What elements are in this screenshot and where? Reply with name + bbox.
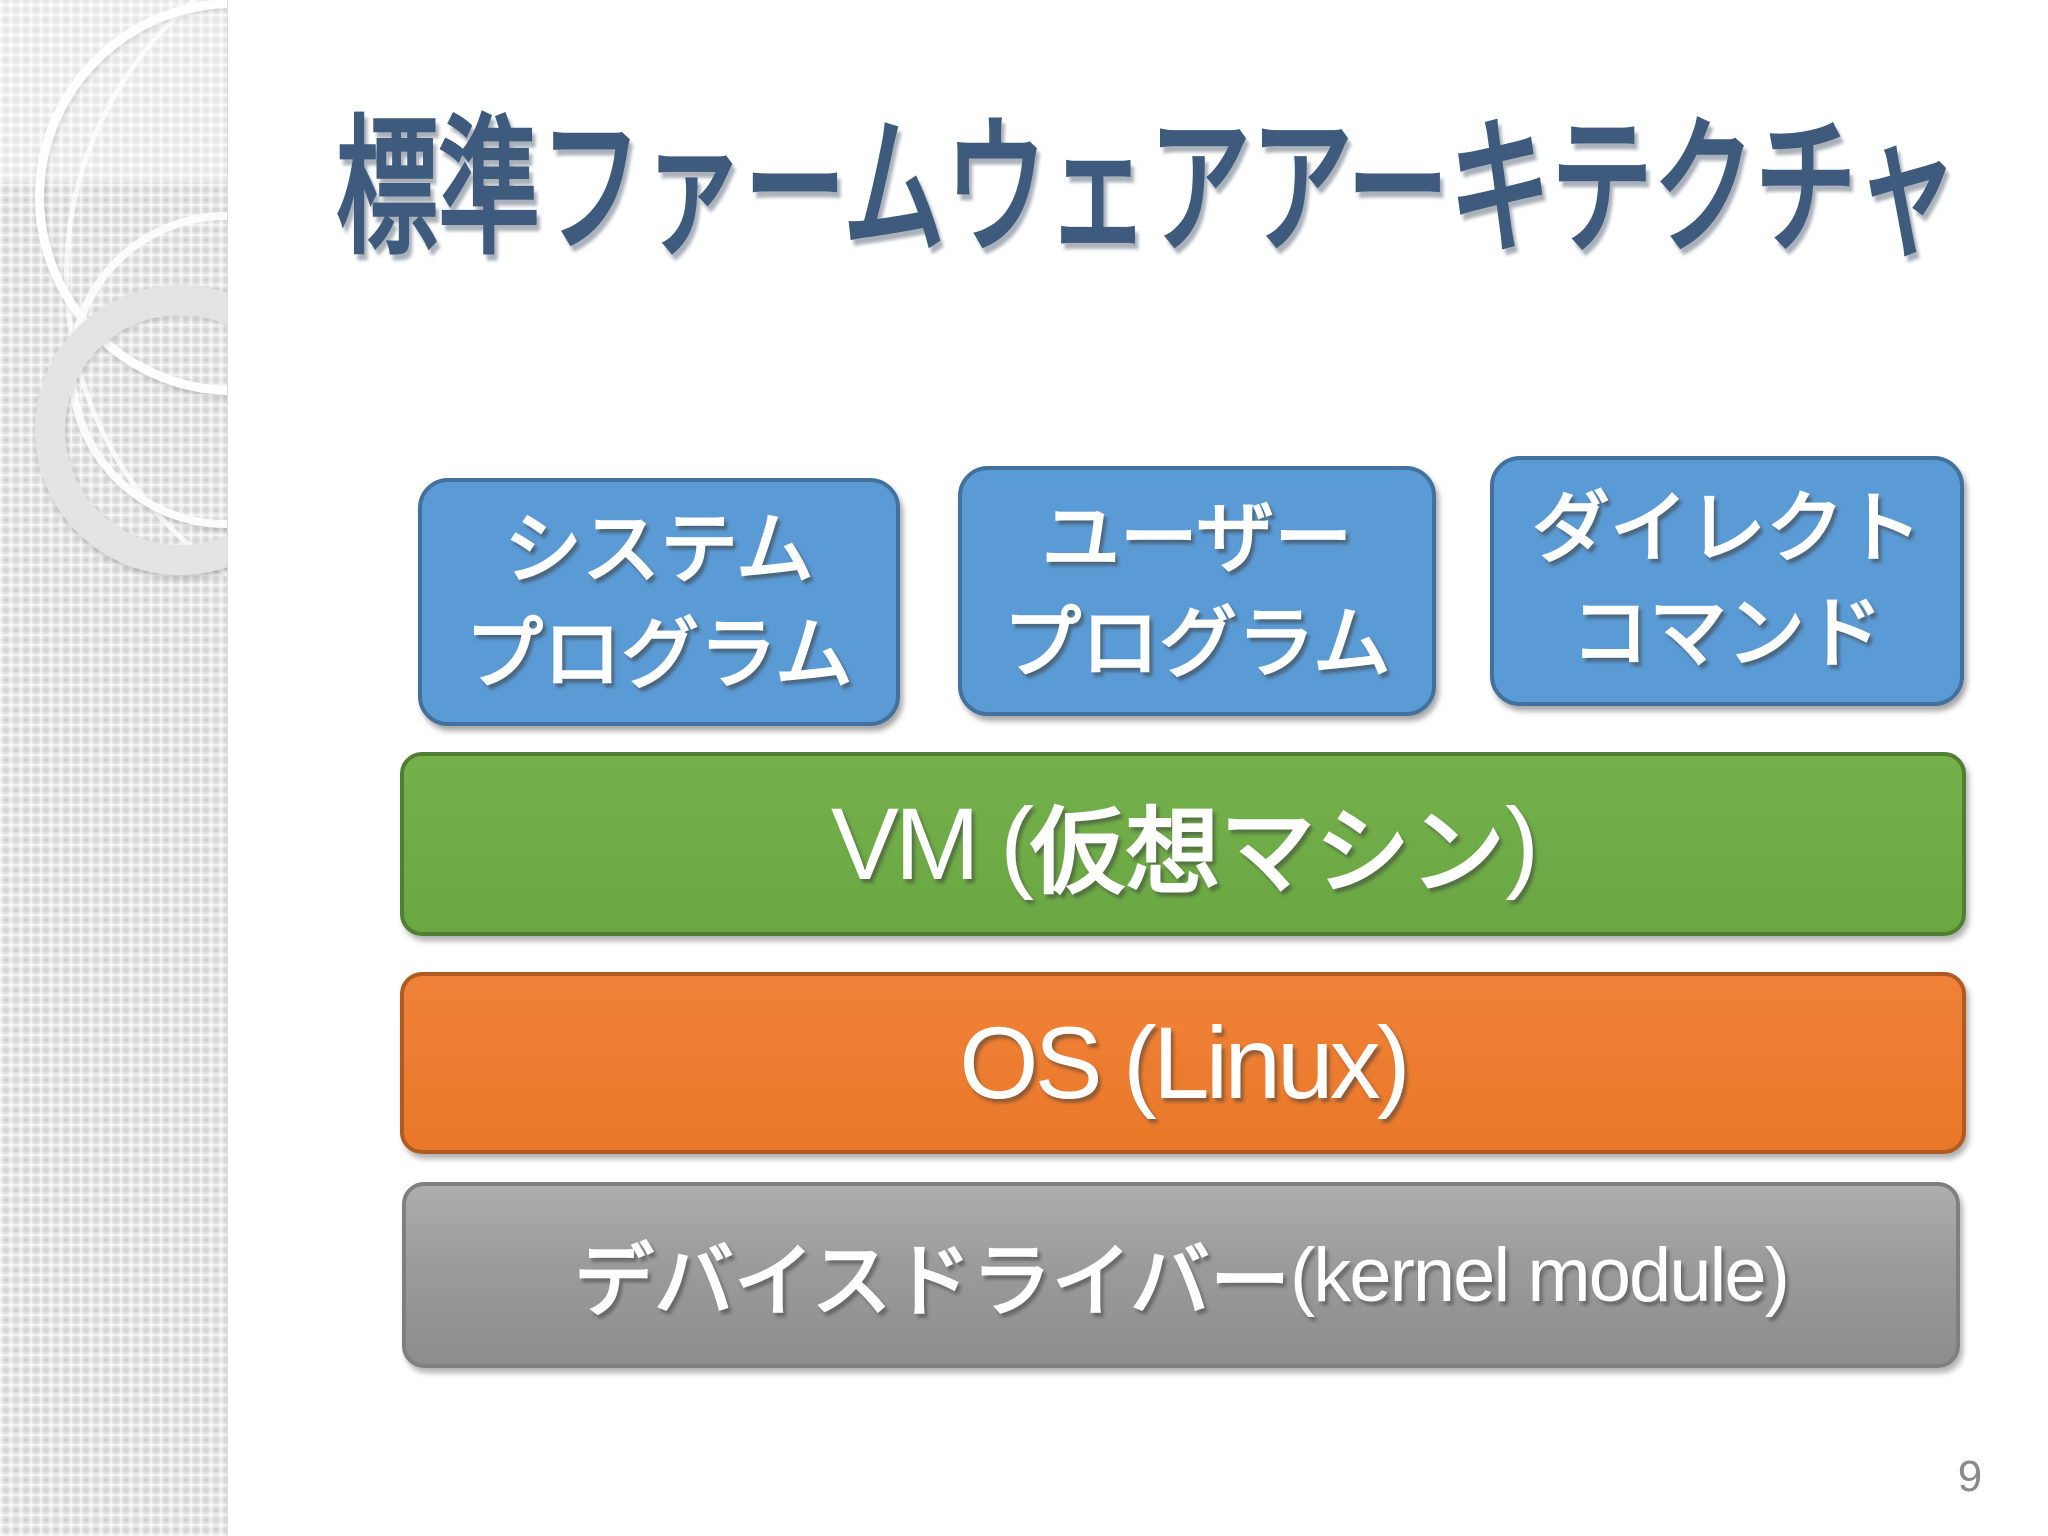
box-system-program-line2: プログラム (465, 610, 853, 698)
box-direct-command: ダイレクト コマンド (1490, 456, 1964, 706)
box-system-program-line1: システム (504, 504, 814, 593)
layer-vm-label-suffix: ) (1505, 786, 1539, 901)
box-user-program: ユーザー プログラム (958, 466, 1436, 716)
layer-os-label: OS (Linux) (959, 1005, 1410, 1120)
layer-vm-label-jp: 仮想マシン (1030, 799, 1506, 906)
layer-os: OS (Linux) (400, 972, 1966, 1154)
box-direct-command-line1: ダイレクト (1531, 483, 1922, 572)
page-number: 9 (1957, 1452, 1983, 1501)
layer-vm: VM (仮想マシン) (400, 752, 1966, 936)
box-user-program-line2: プログラム (1003, 599, 1391, 687)
decorative-circle-donut (35, 285, 227, 575)
layer-device-driver: デバイスドライバー (kernel module) (402, 1182, 1960, 1368)
slide-title: 標準ファームウェアアーキテクチャ (336, 104, 1958, 272)
sidebar-decoration (0, 0, 228, 1536)
layer-vm-label-prefix: VM ( (830, 786, 1034, 901)
box-direct-command-line2: コマンド (1570, 589, 1883, 677)
box-system-program: システム プログラム (418, 478, 900, 726)
layer-device-driver-label-jp: デバイスドライバー (574, 1237, 1290, 1326)
box-user-program-line1: ユーザー (1041, 493, 1353, 582)
layer-device-driver-label-en: (kernel module) (1290, 1232, 1790, 1318)
